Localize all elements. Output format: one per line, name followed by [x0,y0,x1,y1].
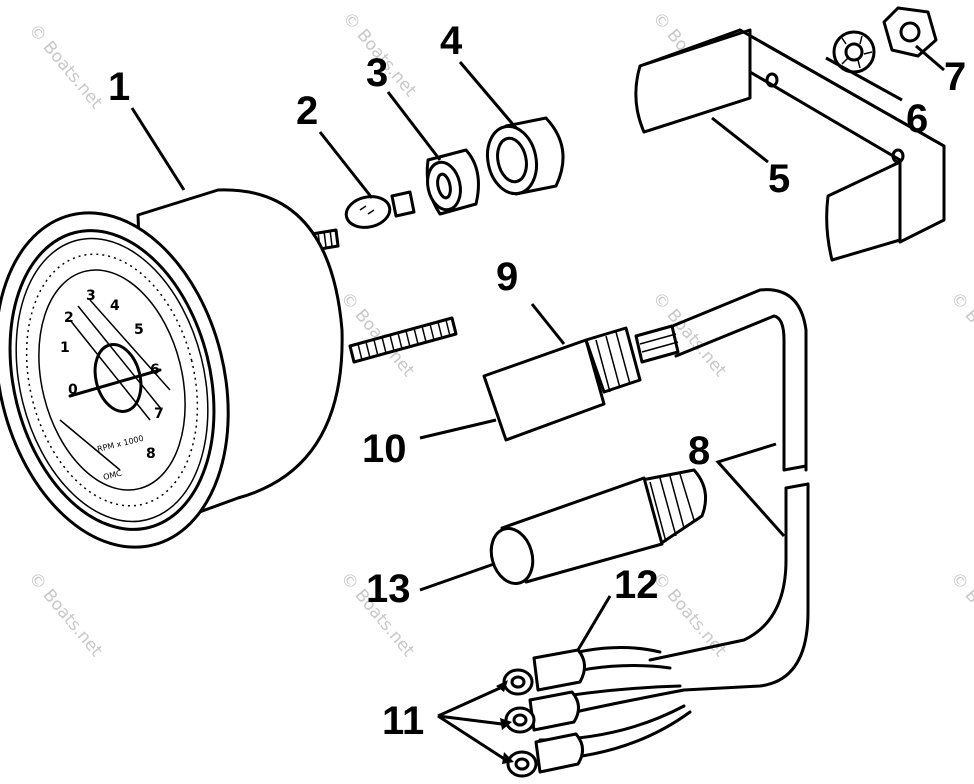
leader-12 [576,595,612,651]
ring-terminal [502,668,534,696]
hex-nut [882,6,938,58]
part-label-2: 2 [296,89,318,133]
leader-8 [715,442,786,537]
watermark: © Boats.net [24,20,106,113]
part-label-11: 11 [382,699,424,743]
leader-6 [825,56,903,102]
part-label-9: 9 [496,255,518,299]
watermark: © Boats.net [946,568,974,661]
part-label-8: 8 [688,429,710,473]
part-label-4: 4 [440,19,463,63]
leader-5 [711,116,769,164]
leader-13 [419,562,495,592]
leader-11b [437,714,503,726]
dial-number: 8 [146,446,156,462]
leader-11a [437,686,501,718]
watermark: © Boats.net [24,568,106,661]
part-label-5: 5 [768,157,790,201]
leader-2 [318,131,374,199]
dial-numbers: 0 1 2 3 4 5 6 7 8 [60,288,164,462]
part-label-10: 10 [362,427,407,471]
dial-number: 2 [64,310,74,326]
wire-harness [502,288,810,778]
part-label-13: 13 [366,567,411,611]
leader-11c [437,714,507,762]
grommet [485,116,565,196]
ring-terminal [506,750,538,778]
dial-number: 3 [86,288,96,304]
part-label-1: 1 [108,65,130,109]
tachometer-gauge: 0 1 2 3 4 5 6 7 8 RPM x 1000 OMC [0,188,458,549]
dial-number: 6 [150,362,160,378]
bulb [344,190,416,229]
terminal-boot [528,690,580,732]
leader-lines [130,44,945,764]
leader-3 [386,91,442,161]
leader-9 [530,303,566,345]
leader-4 [458,61,518,129]
leader-7 [915,44,945,72]
mounting-bracket [634,28,946,262]
part-label-12: 12 [614,563,659,607]
leader-1 [130,107,186,191]
mounting-stud-lower [348,316,458,364]
dial-number: 5 [134,322,144,338]
dial-number: 0 [68,382,78,398]
part-labels: 1 2 3 4 5 6 7 8 9 10 11 12 13 [108,19,966,743]
part-label-3: 3 [366,51,388,95]
terminal-boot [532,648,586,692]
bulb-socket [425,148,480,216]
dial-number: 7 [154,406,164,422]
terminal-boot [534,732,584,774]
dial-number: 4 [110,298,120,314]
gauge-needle [68,368,162,398]
harness-connector [482,324,680,442]
ring-terminal [504,706,536,734]
dial-number: 1 [60,340,70,356]
watermark: © Boats.net [946,288,974,381]
sender-sleeve [489,468,708,585]
part-label-6: 6 [906,97,928,141]
leader-10 [419,418,497,440]
part-label-7: 7 [944,55,966,99]
